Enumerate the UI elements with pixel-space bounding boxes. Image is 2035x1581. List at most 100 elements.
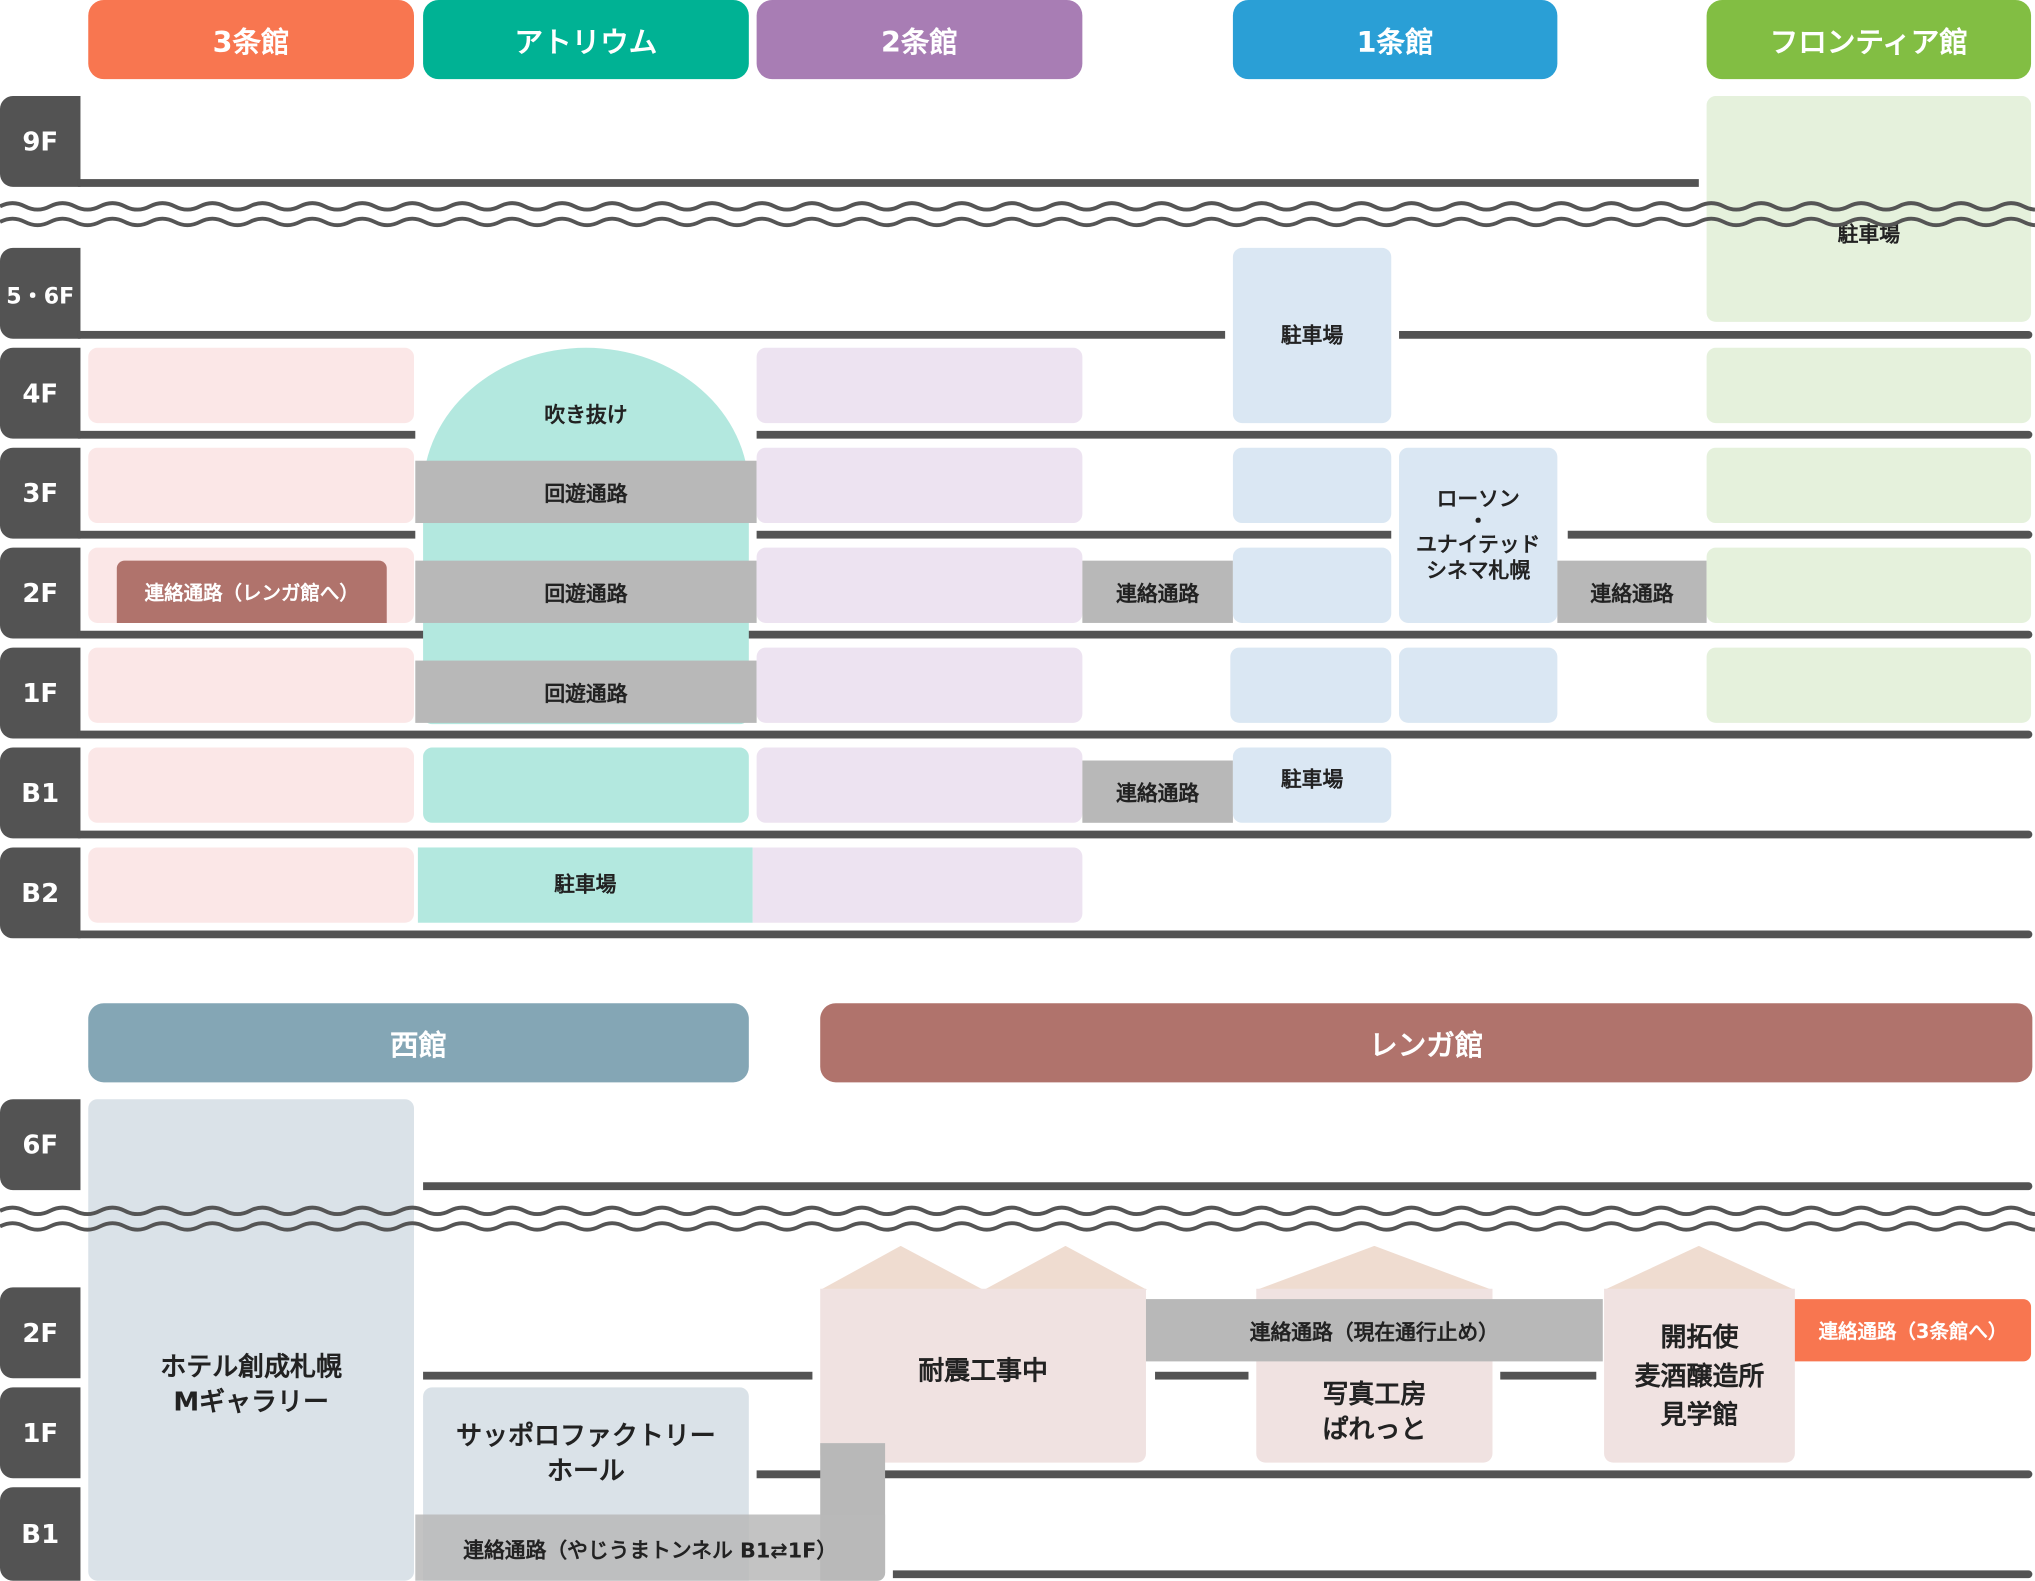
building-header-atrium: アトリウム <box>423 0 749 80</box>
jo2-3f[interactable] <box>756 447 1083 524</box>
building-header-frontier: フロンティア館 <box>1706 0 2032 80</box>
jo1-1f-a[interactable] <box>1230 647 1392 723</box>
brewery-label-2: 麦酒醸造所 <box>1634 1360 1765 1392</box>
yajiuma-tunnel-label: 連絡通路（やじうまトンネル B1⇄1F） <box>463 1537 838 1562</box>
building-header-3jo: 3条館 <box>88 0 414 80</box>
floor-line-b2 <box>77 930 2033 939</box>
photo-studio-label-1: 写真工房 <box>1322 1378 1427 1410</box>
floor-label-56f: 5・6F <box>0 247 81 339</box>
cinema-label-2: シネマ札幌 <box>1426 557 1531 583</box>
cinema-label-1: ユナイテッド <box>1416 531 1541 557</box>
floor-line-4f-right <box>756 430 2033 439</box>
jo2-b1[interactable] <box>756 747 1083 823</box>
jo1-parking-56f-label: 駐車場 <box>1280 322 1344 348</box>
floor-line-3f-left <box>77 530 416 539</box>
building-header-west: 西館 <box>88 1003 749 1083</box>
seismic-label: 耐震工事中 <box>918 1354 1048 1387</box>
closed-link-label: 連絡通路（現在通行止め） <box>1249 1319 1499 1345</box>
jo3-b1[interactable] <box>88 747 414 823</box>
kaitakushi-brewery-museum[interactable]: 開拓使 麦酒醸造所 見学館 <box>1604 1288 1795 1463</box>
atrium-void-label: 吹き抜け <box>423 396 749 435</box>
lawson-label: ローソン <box>1436 487 1520 512</box>
hotel-m-gallery[interactable]: ホテル創成札幌 Mギャラリー <box>88 1099 414 1581</box>
building-header-1jo: 1条館 <box>1232 0 1558 80</box>
link-to-3jo[interactable]: 連絡通路（3条館へ） <box>1794 1299 2032 1362</box>
floor-line-b1 <box>77 830 2033 839</box>
floor-line-lower-2f-b <box>1155 1371 1249 1380</box>
atrium-1f-loop-corridor[interactable]: 回遊通路 <box>415 660 757 723</box>
jo3-2f-link-renga[interactable]: 連絡通路（レンガ館へ） <box>116 560 387 623</box>
atrium-b1[interactable] <box>423 747 749 823</box>
link-2f-1jo-frontier[interactable]: 連絡通路 <box>1557 560 1707 623</box>
floor-line-lower-2f-c <box>1500 1371 1597 1380</box>
brewery-label-1: 開拓使 <box>1660 1321 1739 1353</box>
floor-line-1f <box>77 730 2033 739</box>
closed-link-corridor[interactable]: 連絡通路（現在通行止め） <box>1145 1299 1603 1362</box>
link-2f-1jo-frontier-label: 連絡通路 <box>1590 581 1674 607</box>
floor-line-56f-right <box>1399 330 2033 339</box>
jo3-1f[interactable] <box>88 647 414 723</box>
atrium-3f-loop-corridor[interactable]: 回遊通路 <box>415 460 757 524</box>
factory-hall-label-1: サッポロファクトリー <box>456 1419 716 1451</box>
floor-line-3f-right <box>1567 530 2033 539</box>
photo-studio-roof <box>1256 1245 1493 1291</box>
jo1-2f[interactable] <box>1232 547 1392 623</box>
brewery-roof <box>1604 1245 1795 1291</box>
jo1-1f-b[interactable] <box>1399 647 1558 723</box>
jo3-3f[interactable] <box>88 447 414 524</box>
floor-line-4f-left <box>77 430 416 439</box>
floor-line-lower-6f <box>423 1182 2033 1191</box>
yajiuma-tunnel-link[interactable]: 連絡通路（やじうまトンネル B1⇄1F） <box>415 1514 886 1581</box>
link-b1-2jo-1jo[interactable]: 連絡通路 <box>1082 760 1233 823</box>
frontier-2f[interactable] <box>1706 547 2032 623</box>
atrium-b2-label: 駐車場 <box>554 872 617 898</box>
floor-label-1f: 1F <box>0 647 81 739</box>
frontier-3f[interactable] <box>1706 447 2032 524</box>
atrium-3f-label: 回遊通路 <box>544 481 628 507</box>
floor-line-lower-b1 <box>892 1570 2033 1579</box>
jo1-parking-56f[interactable]: 駐車場 <box>1232 247 1392 424</box>
floor-line-9f <box>77 179 1699 187</box>
frontier-4f[interactable] <box>1706 347 2032 424</box>
jo1-3f[interactable] <box>1232 447 1392 524</box>
jo1-parking-b1-label: 駐車場 <box>1280 767 1344 792</box>
floor-label-lower-6f: 6F <box>0 1099 81 1191</box>
atrium-2f-loop-corridor[interactable]: 回遊通路 <box>415 560 757 623</box>
floor-line-2f <box>77 630 2033 639</box>
separator-dot: ・ <box>1467 509 1489 534</box>
jo3-4f[interactable] <box>88 347 414 424</box>
jo1-parking-b1[interactable]: 駐車場 <box>1232 747 1392 823</box>
atrium-1f-label: 回遊通路 <box>544 681 628 707</box>
building-header-renga: レンガ館 <box>820 1003 2033 1083</box>
link-2f-2jo-1jo[interactable]: 連絡通路 <box>1082 560 1233 623</box>
brewery-label-3: 見学館 <box>1660 1399 1739 1431</box>
frontier-1f[interactable] <box>1706 647 2032 723</box>
jo2-1f[interactable] <box>756 647 1083 723</box>
atrium-b2-parking[interactable]: 駐車場 <box>417 847 753 923</box>
floor-label-lower-2f: 2F <box>0 1287 81 1379</box>
floor-break-wave <box>0 201 2035 228</box>
link-b1-2jo-1jo-label: 連絡通路 <box>1116 781 1200 806</box>
floor-label-9f: 9F <box>0 96 81 187</box>
jo3-b2[interactable] <box>88 847 414 923</box>
factory-hall-label-2: ホール <box>547 1454 625 1486</box>
lawson-cinema[interactable]: ローソン ・ ユナイテッド シネマ札幌 <box>1399 447 1558 623</box>
hotel-label-1: ホテル創成札幌 <box>160 1350 342 1382</box>
floor-label-3f: 3F <box>0 447 81 539</box>
floor-label-b1: B1 <box>0 747 81 839</box>
jo2-2f[interactable] <box>756 547 1083 623</box>
jo2-4f[interactable] <box>756 347 1083 424</box>
atrium-void-text: 吹き抜け <box>544 402 628 428</box>
floor-label-lower-1f: 1F <box>0 1387 81 1479</box>
floor-label-b2: B2 <box>0 847 81 939</box>
floor-line-lower-1f <box>756 1470 2033 1479</box>
jo2-b2[interactable] <box>752 847 1083 923</box>
floor-label-lower-b1: B1 <box>0 1487 81 1581</box>
building-header-2jo: 2条館 <box>756 0 1083 80</box>
floor-line-lower-2f-a <box>423 1371 813 1380</box>
seismic-building[interactable]: 耐震工事中 <box>820 1288 1146 1463</box>
floor-label-2f: 2F <box>0 547 81 639</box>
link-to-3jo-label: 連絡通路（3条館へ） <box>1818 1319 2008 1343</box>
jo3-2f-link-label: 連絡通路（レンガ館へ） <box>144 580 359 605</box>
